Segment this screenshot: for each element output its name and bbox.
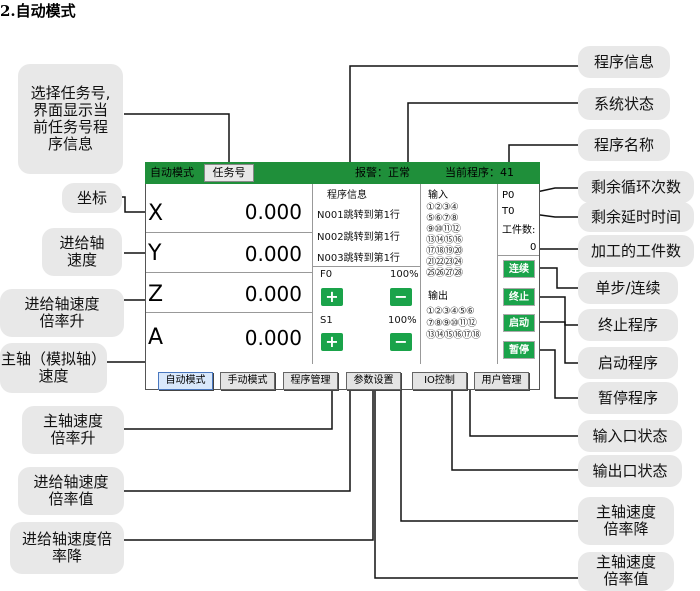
mode-title: 自动模式 — [150, 166, 194, 179]
workpiece-value: 0 — [530, 242, 537, 253]
line-system-status — [407, 102, 580, 172]
input-row: ⑬⑭⑮⑯ — [426, 235, 463, 246]
continuous-button[interactable]: 连续 — [503, 260, 535, 278]
callout-coords: 坐标 — [62, 183, 122, 213]
p-value: P0 — [502, 190, 515, 201]
task-number-button[interactable]: 任务号 — [204, 164, 254, 182]
callout-output-status: 输出口状态 — [578, 455, 682, 487]
hmi-screen — [145, 162, 540, 390]
input-row: ㉕㉖㉗㉘ — [426, 268, 463, 279]
workpiece-label: 工件数: — [502, 225, 536, 236]
divider — [313, 266, 420, 267]
callout-spindle-rate-down: 主轴速度倍率降 — [578, 497, 674, 545]
axis-y-value: 0.000 — [244, 242, 302, 266]
line-start — [540, 321, 580, 364]
divider — [498, 255, 539, 256]
callout-system-status: 系统状态 — [578, 88, 670, 120]
callout-spindle-speed: 主轴（模拟轴）速度 — [0, 343, 107, 393]
param-settings-button[interactable]: 参数设置 — [346, 372, 401, 390]
divider — [312, 184, 313, 364]
axis-z-label: Z — [148, 282, 164, 307]
output-row: ⑬⑭⑮⑯⑰⑱ — [426, 330, 481, 341]
callout-program-info: 程序信息 — [578, 46, 670, 78]
page-heading: 2.自动模式 — [0, 2, 76, 20]
io-control-button[interactable]: IO控制 — [412, 372, 467, 390]
input-row: ⑰⑱⑲⑳ — [426, 246, 463, 257]
feed-rate-down-button[interactable]: − — [390, 288, 412, 306]
output-row: ⑦⑧⑨⑩⑪⑫ — [426, 318, 477, 329]
line-stop — [540, 296, 580, 326]
callout-feed-rate-down: 进给轴速度倍率降 — [10, 522, 124, 574]
callout-remaining-delay: 剩余延时时间 — [578, 202, 694, 232]
callout-remaining-loops: 剩余循环次数 — [578, 171, 694, 203]
divider — [146, 312, 312, 313]
divider — [146, 272, 312, 273]
callout-stop-program: 终止程序 — [578, 309, 678, 341]
output-title: 输出 — [428, 291, 448, 302]
divider — [497, 184, 498, 364]
program-line: N003跳转到第1行 — [317, 253, 400, 264]
axis-x-value: 0.000 — [244, 200, 302, 224]
input-row: ①②③④ — [426, 202, 459, 213]
input-row: ㉑㉒㉓㉔ — [426, 257, 463, 268]
alarm-status: 报警：正常 — [355, 166, 410, 179]
line-select-task — [124, 113, 230, 166]
manual-mode-button[interactable]: 手动模式 — [220, 372, 275, 390]
callout-feed-speed: 进给轴速度 — [42, 228, 122, 276]
callout-program-name: 程序名称 — [578, 129, 670, 161]
callout-input-status: 输入口状态 — [578, 420, 682, 452]
program-line: N001跳转到第1行 — [317, 210, 400, 221]
program-manage-button[interactable]: 程序管理 — [283, 372, 338, 390]
input-row: ⑤⑥⑦⑧ — [426, 213, 459, 224]
callout-workpiece-count: 加工的工件数 — [578, 235, 694, 267]
axis-a-label: A — [148, 325, 164, 350]
line-pause — [540, 349, 580, 399]
spindle-rate-up-button[interactable]: + — [321, 333, 343, 351]
axis-x-label: X — [148, 201, 164, 226]
input-row: ⑨⑩⑪⑫ — [426, 224, 461, 235]
stop-button[interactable]: 终止 — [503, 288, 535, 306]
axis-z-value: 0.000 — [244, 282, 302, 306]
callout-pause-program: 暂停程序 — [578, 382, 678, 414]
spindle-label: S1 — [320, 315, 333, 326]
divider — [420, 184, 421, 364]
divider — [146, 232, 312, 233]
program-info-title: 程序信息 — [327, 190, 367, 201]
output-row: ①②③④⑤⑥ — [426, 306, 475, 317]
user-manage-button[interactable]: 用户管理 — [474, 372, 529, 390]
callout-feed-rate-up: 进给轴速度倍率升 — [0, 289, 124, 337]
spindle-rate-down-button[interactable]: − — [390, 333, 412, 351]
feed-rate-up-button[interactable]: + — [321, 288, 343, 306]
callout-spindle-rate-up: 主轴速度倍率升 — [22, 406, 124, 454]
feed-percent: 100% — [390, 269, 419, 280]
auto-mode-button[interactable]: 自动模式 — [158, 372, 213, 390]
current-program: 当前程序：41 — [445, 166, 514, 179]
spindle-percent: 100% — [388, 315, 417, 326]
callout-start-program: 启动程序 — [578, 347, 678, 379]
line-step-continuous — [540, 267, 580, 289]
t-value: T0 — [502, 206, 515, 217]
callout-step-continuous: 单步/连续 — [578, 272, 678, 304]
axis-y-label: Y — [148, 241, 162, 266]
input-title: 输入 — [428, 190, 448, 201]
callout-select-task: 选择任务号,界面显示当前任务号程序信息 — [18, 64, 123, 174]
line-spindle-rate-down — [400, 338, 580, 522]
feed-label: F0 — [320, 269, 333, 280]
callout-spindle-rate-value: 主轴速度倍率值 — [578, 552, 674, 591]
program-line: N002跳转到第1行 — [317, 232, 400, 243]
start-button[interactable]: 启动 — [503, 314, 535, 332]
callout-feed-rate-value: 进给轴速度倍率值 — [18, 467, 124, 515]
axis-a-value: 0.000 — [244, 326, 302, 350]
pause-button[interactable]: 暂停 — [503, 341, 535, 359]
